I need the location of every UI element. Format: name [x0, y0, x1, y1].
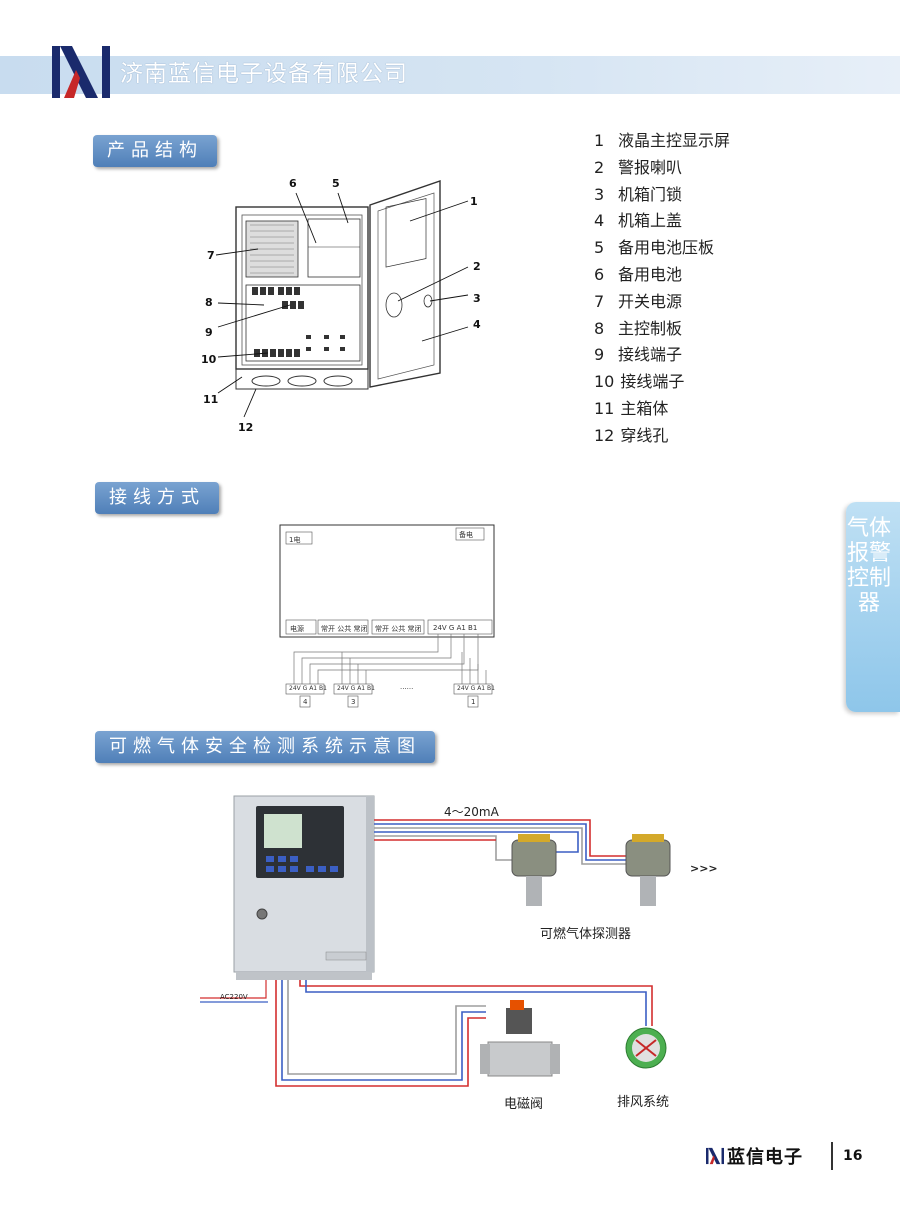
legend-num: 12	[594, 425, 615, 445]
legend-item: 5 备用电池压板	[594, 235, 730, 262]
callout-11: 11	[203, 393, 219, 406]
legend-num: 4	[594, 211, 605, 231]
legend-item: 3 机箱门锁	[594, 182, 730, 209]
company-logo-icon	[52, 46, 110, 98]
callout-3: 3	[473, 292, 481, 305]
legend-label: 主控制板	[618, 318, 683, 338]
section-title-system: 可燃气体安全检测系统示意图	[95, 731, 435, 763]
footer-divider	[831, 1142, 833, 1170]
detector-terminal-label: 24V G A1 B1	[289, 685, 327, 692]
legend-label: 机箱门锁	[618, 184, 683, 204]
footer-brand: 蓝信电子	[727, 1147, 803, 1168]
legend-label: 液晶主控显示屏	[618, 131, 731, 150]
wiring-terminal-relay-1: 常开 公共 常闭	[321, 625, 368, 633]
legend-num: 7	[594, 291, 605, 311]
wiring-ellipsis: ......	[400, 683, 414, 691]
legend-item: 7 开关电源	[594, 289, 730, 316]
wiring-main-power-label: 1电	[289, 536, 301, 544]
legend-num: 9	[594, 345, 605, 365]
detector-terminal-label: 24V G A1 B1	[457, 685, 495, 692]
legend-num: 5	[594, 238, 605, 258]
cabinet-structure-drawing	[215, 180, 469, 418]
legend-item: 8 主控制板	[594, 316, 730, 343]
legend-label: 接线端子	[618, 345, 683, 365]
legend-num: 10	[594, 372, 615, 392]
legend-item: 1 液晶主控显示屏	[594, 128, 730, 155]
header-band	[0, 56, 900, 94]
legend-num: 1	[594, 131, 605, 150]
exhaust-system-caption: 排风系统	[617, 1095, 670, 1110]
parts-legend: 1 液晶主控显示屏 2 警报喇叭 3 机箱门锁 4 机箱上盖 5 备用电池压板 6 备用电池…	[594, 128, 730, 450]
legend-item: 9 接线端子	[594, 342, 730, 369]
power-input-label: AC220V	[220, 993, 248, 1001]
callout-12: 12	[238, 421, 254, 434]
wiring-diagram	[279, 524, 495, 708]
section-title-wiring: 接线方式	[95, 482, 219, 514]
solenoid-valve-caption: 电磁阀	[504, 1097, 544, 1112]
signal-label: 4～20mA	[444, 805, 499, 819]
company-name: 济南蓝信电子设备有限公司	[120, 61, 408, 87]
detector-number: 3	[351, 698, 356, 706]
legend-label: 备用电池	[618, 264, 683, 284]
callout-8: 8	[205, 296, 213, 309]
footer-logo-icon	[706, 1147, 724, 1165]
callout-9: 9	[205, 326, 213, 339]
callout-5: 5	[332, 177, 340, 190]
legend-label: 穿线孔	[620, 425, 669, 445]
callout-6: 6	[289, 177, 297, 190]
legend-num: 2	[594, 157, 605, 177]
legend-label: 开关电源	[618, 291, 683, 311]
callout-10: 10	[201, 353, 217, 366]
side-category-tab: 气体报警控制器	[846, 502, 900, 712]
legend-item: 6 备用电池	[594, 262, 730, 289]
detector-terminal-label: 24V G A1 B1	[337, 685, 375, 692]
detector-caption: 可燃气体探测器	[540, 927, 632, 942]
continuation-arrows: >>>	[690, 862, 718, 875]
wiring-backup-power-label: 备电	[459, 531, 473, 539]
side-tab-label: 气体报警控制器	[846, 516, 891, 616]
wiring-terminal-power: 电源	[290, 625, 304, 633]
callout-2: 2	[473, 260, 481, 273]
callout-4: 4	[473, 318, 481, 331]
page-number: 16	[843, 1148, 863, 1164]
legend-item: 2 警报喇叭	[594, 155, 730, 182]
section-title-structure: 产品结构	[93, 135, 217, 167]
legend-label: 警报喇叭	[618, 157, 683, 177]
callout-1: 1	[470, 195, 478, 208]
legend-label: 机箱上盖	[618, 211, 683, 231]
wiring-terminal-bus: 24V G A1 B1	[433, 624, 478, 632]
system-diagram	[200, 795, 671, 1087]
legend-num: 8	[594, 318, 605, 338]
detector-number: 1	[471, 698, 476, 706]
wiring-terminal-relay-2: 常开 公共 常闭	[375, 625, 422, 633]
legend-item: 4 机箱上盖	[594, 208, 730, 235]
legend-num: 6	[594, 264, 605, 284]
legend-label: 主箱体	[620, 398, 669, 418]
legend-num: 11	[594, 398, 615, 418]
legend-label: 接线端子	[620, 372, 685, 392]
detector-number: 4	[303, 698, 308, 706]
legend-label: 备用电池压板	[618, 238, 715, 258]
callout-7: 7	[207, 249, 215, 262]
legend-num: 3	[594, 184, 605, 204]
